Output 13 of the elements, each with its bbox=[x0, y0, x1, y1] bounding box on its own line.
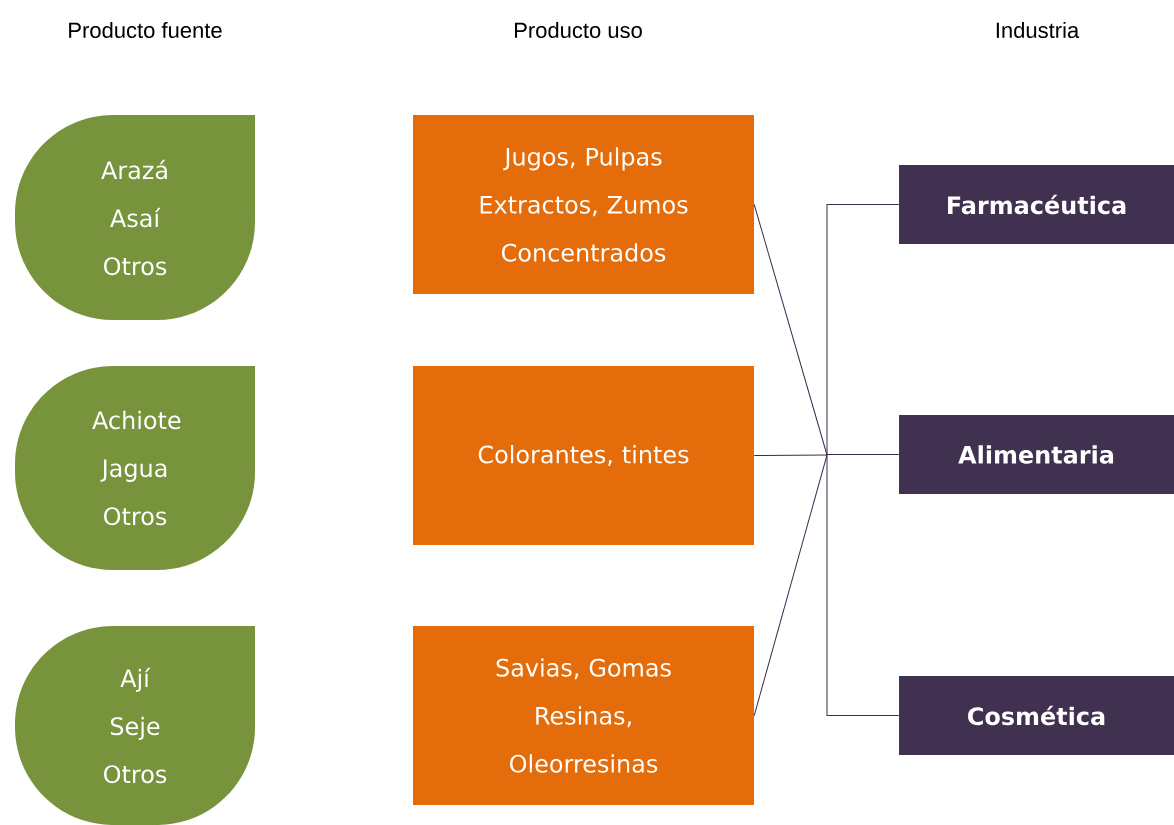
industry-box: Farmacéutica bbox=[899, 165, 1174, 244]
connector-line bbox=[826, 454, 900, 456]
connector-line bbox=[826, 204, 900, 456]
product-box: Jugos, Pulpas Extractos, Zumos Concentrados bbox=[413, 115, 754, 294]
column-heading: Industria bbox=[996, 21, 1080, 39]
industry-box: Cosmética bbox=[899, 676, 1174, 755]
connector-line bbox=[753, 454, 828, 456]
product-box: Colorantes, tintes bbox=[413, 366, 754, 545]
connector-line bbox=[826, 454, 900, 716]
product-box: Savias, Gomas Resinas, Oleorresinas bbox=[413, 626, 754, 805]
column-heading: Producto uso bbox=[515, 21, 642, 39]
column-heading: Producto fuente bbox=[69, 21, 222, 39]
industry-box: Alimentaria bbox=[899, 415, 1174, 494]
